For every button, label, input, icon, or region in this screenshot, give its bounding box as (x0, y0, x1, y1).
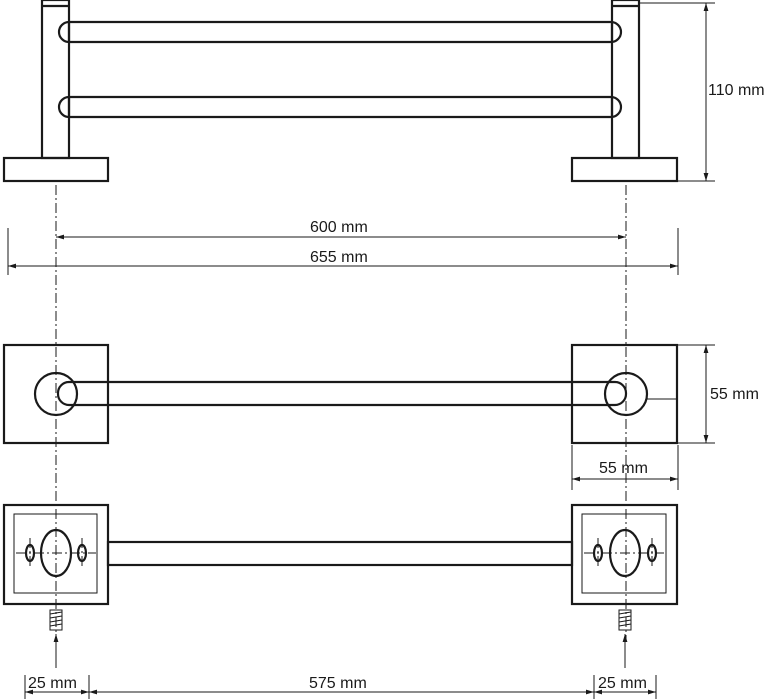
right-post-top (603, 371, 649, 417)
left-screw (49, 609, 63, 668)
overall-length-dimension: 655 mm (7, 228, 679, 275)
front-view (2, 0, 679, 183)
left-plate-top (2, 343, 110, 445)
top-view (2, 343, 679, 445)
right-plate-rear (570, 503, 679, 606)
center-distance-dimension: 600 mm (56, 219, 626, 240)
plate-width-dimension: 55 mm (571, 445, 679, 490)
right-plate-top (570, 343, 679, 445)
plate-height-dimension: 55 mm (678, 344, 759, 444)
height-label: 110 mm (708, 82, 765, 99)
center-distance-label: 600 mm (310, 219, 368, 236)
rail-span-label: 575 mm (309, 675, 367, 692)
lower-rail (57, 95, 623, 119)
left-base (2, 156, 110, 183)
right-base (570, 156, 679, 183)
upper-rail (57, 20, 623, 44)
height-dimension: 110 mm (640, 2, 765, 182)
right-offset-label: 25 mm (598, 675, 647, 692)
rail-rear (106, 540, 574, 567)
plate-height-label: 55 mm (710, 386, 759, 403)
left-post-top (33, 371, 79, 417)
left-offset-label: 25 mm (28, 675, 77, 692)
rail-top (56, 380, 628, 407)
bottom-dimensions: 25 mm 575 mm 25 mm (24, 675, 657, 699)
right-screw (618, 609, 632, 668)
overall-length-label: 655 mm (310, 249, 368, 266)
plate-width-label: 55 mm (599, 460, 648, 477)
rear-view (2, 503, 679, 668)
